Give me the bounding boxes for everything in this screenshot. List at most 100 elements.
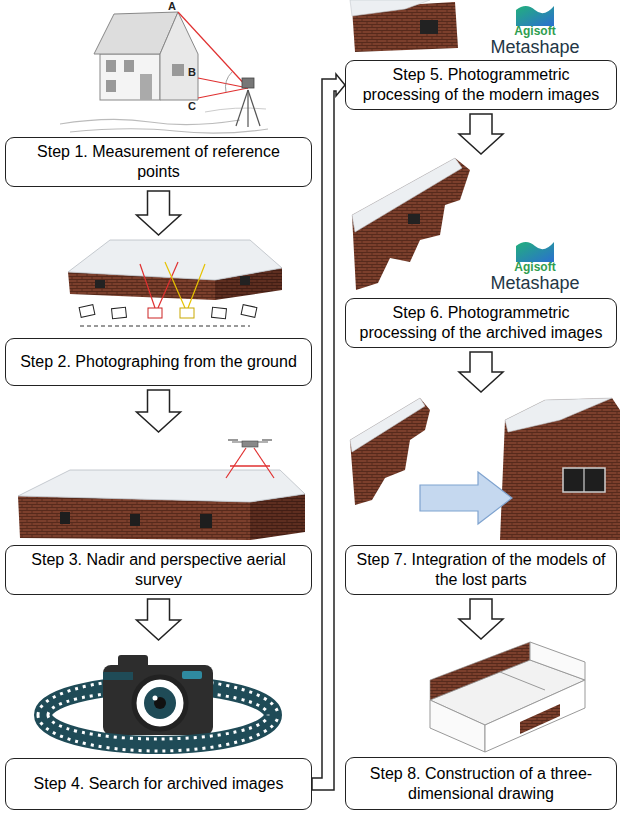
camera-film-icon-part: [38, 715, 278, 751]
integration-illustration-part: [500, 398, 620, 540]
flow-arrow: [459, 599, 503, 639]
point-label: C: [186, 100, 198, 113]
logo-text: Metashape: [475, 37, 595, 58]
aerial-survey-illustration-part: [228, 439, 238, 440]
aerial-survey-illustration: [18, 440, 305, 540]
camera-film-icon: [38, 655, 278, 751]
step-text: Step 7. Integration of the models of the…: [354, 550, 608, 589]
survey-illustration-part: [70, 129, 268, 133]
survey-illustration-part: [106, 60, 116, 72]
survey-illustration-part: [226, 72, 232, 92]
modern-model-illustration-part: [350, 0, 430, 16]
step-text: Step 2. Photographing from the ground: [20, 352, 297, 372]
integration-illustration-part: [350, 398, 430, 505]
survey-illustration-part: [236, 90, 248, 126]
logo-text: Agisoft: [475, 25, 595, 39]
modern-model-illustration-part: [516, 6, 554, 26]
aerial-survey-illustration-part: [254, 448, 274, 478]
survey-illustration-part: [198, 88, 248, 98]
flow-arrow: [137, 599, 181, 640]
camera-film-icon-part: [103, 672, 133, 680]
3d-drawing-illustration-part: [500, 672, 545, 690]
ground-photo-illustration: [68, 240, 282, 326]
aerial-survey-illustration-part: [18, 470, 305, 502]
step-text: Step 3. Nadir and perspective aerial sur…: [14, 550, 303, 589]
ground-photo-illustration-part: [140, 264, 155, 308]
integration-illustration-part: [350, 398, 425, 452]
archived-model-illustration-part: [352, 158, 462, 232]
3d-drawing-illustration-part: [520, 704, 560, 734]
flow-arrow: [137, 191, 181, 235]
survey-illustration-part: [106, 80, 116, 92]
aerial-survey-illustration-part: [60, 512, 70, 524]
integration-illustration: [350, 398, 620, 540]
flow-arrow: [312, 74, 345, 790]
ground-photo-illustration-part: [188, 264, 205, 308]
ground-photo-illustration-part: [212, 307, 227, 318]
survey-illustration-part: [198, 78, 248, 88]
process-box: Step 1. Measurement of reference points: [5, 137, 312, 187]
step-text: Step 6. Photogrammetric processing of th…: [354, 303, 608, 342]
camera-film-icon-part: [48, 715, 268, 739]
point-label: A: [166, 0, 178, 13]
survey-illustration-part: [160, 12, 198, 100]
3d-drawing-illustration-part: [430, 642, 530, 700]
ground-photo-illustration-part: [240, 276, 250, 285]
camera-film-icon-part: [134, 677, 186, 729]
aerial-survey-illustration-part: [226, 448, 246, 478]
ground-photo-illustration-part: [68, 240, 282, 280]
aerial-survey-illustration-part: [130, 514, 140, 526]
ground-photo-illustration-part: [95, 280, 105, 288]
camera-film-icon-part: [103, 665, 213, 735]
logo-text: Metashape: [475, 273, 595, 294]
aerial-survey-illustration-part: [242, 441, 258, 447]
survey-illustration-part: [247, 90, 248, 127]
modern-model-illustration-part: [420, 20, 438, 34]
integration-illustration-part: [505, 398, 612, 432]
process-box: Step 7. Integration of the models of the…: [345, 545, 617, 595]
camera-film-icon-part: [182, 671, 202, 679]
step-text: Step 1. Measurement of reference points: [14, 142, 303, 181]
ground-photo-illustration-part: [148, 308, 162, 318]
aerial-survey-illustration-part: [230, 465, 270, 467]
step-text: Step 4. Search for archived images: [34, 774, 284, 794]
3d-drawing-illustration-part: [430, 700, 485, 752]
archived-model-illustration-part: [516, 242, 554, 262]
process-box: Step 5. Photogrammetric processing of th…: [345, 60, 617, 110]
ground-photo-illustration-part: [165, 262, 185, 308]
camera-film-icon-part: [153, 696, 158, 701]
ground-photo-illustration-part: [79, 305, 95, 318]
process-box: Step 6. Photogrammetric processing of th…: [345, 298, 617, 348]
survey-illustration-part: [178, 12, 248, 88]
flow-arrow: [137, 390, 181, 432]
point-label: B: [186, 66, 198, 79]
survey-illustration-part: [124, 60, 134, 72]
ground-photo-illustration-part: [112, 307, 127, 318]
ground-photo-illustration-part: [180, 308, 194, 318]
ground-photo-illustration-part: [80, 326, 250, 327]
survey-illustration-part: [172, 64, 184, 76]
3d-drawing-illustration-part: [485, 680, 585, 752]
survey-illustration-part: [248, 90, 260, 126]
process-box: Step 4. Search for archived images: [5, 758, 312, 810]
3d-drawing-illustration: [430, 642, 585, 752]
flow-arrow: [459, 352, 503, 392]
survey-illustration-part: [140, 74, 152, 100]
camera-film-icon-part: [144, 687, 176, 719]
aerial-survey-illustration-part: [200, 514, 212, 528]
flow-arrow: [459, 114, 503, 154]
process-box: Step 3. Nadir and perspective aerial sur…: [5, 545, 312, 595]
integration-illustration-part: [563, 468, 605, 492]
archived-model-illustration-part: [408, 214, 420, 224]
3d-drawing-illustration-part: [530, 642, 585, 680]
survey-illustration: [60, 12, 268, 133]
ground-photo-illustration-part: [241, 305, 257, 318]
process-box: Step 2. Photographing from the ground: [5, 338, 312, 386]
aerial-survey-illustration-part: [18, 496, 250, 540]
survey-illustration-part: [60, 119, 240, 124]
survey-illustration-part: [100, 54, 160, 100]
archived-model-illustration-part: [352, 158, 470, 290]
process-box: Step 8. Construction of a three-dimensio…: [345, 757, 617, 810]
step-text: Step 5. Photogrammetric processing of th…: [354, 65, 608, 104]
